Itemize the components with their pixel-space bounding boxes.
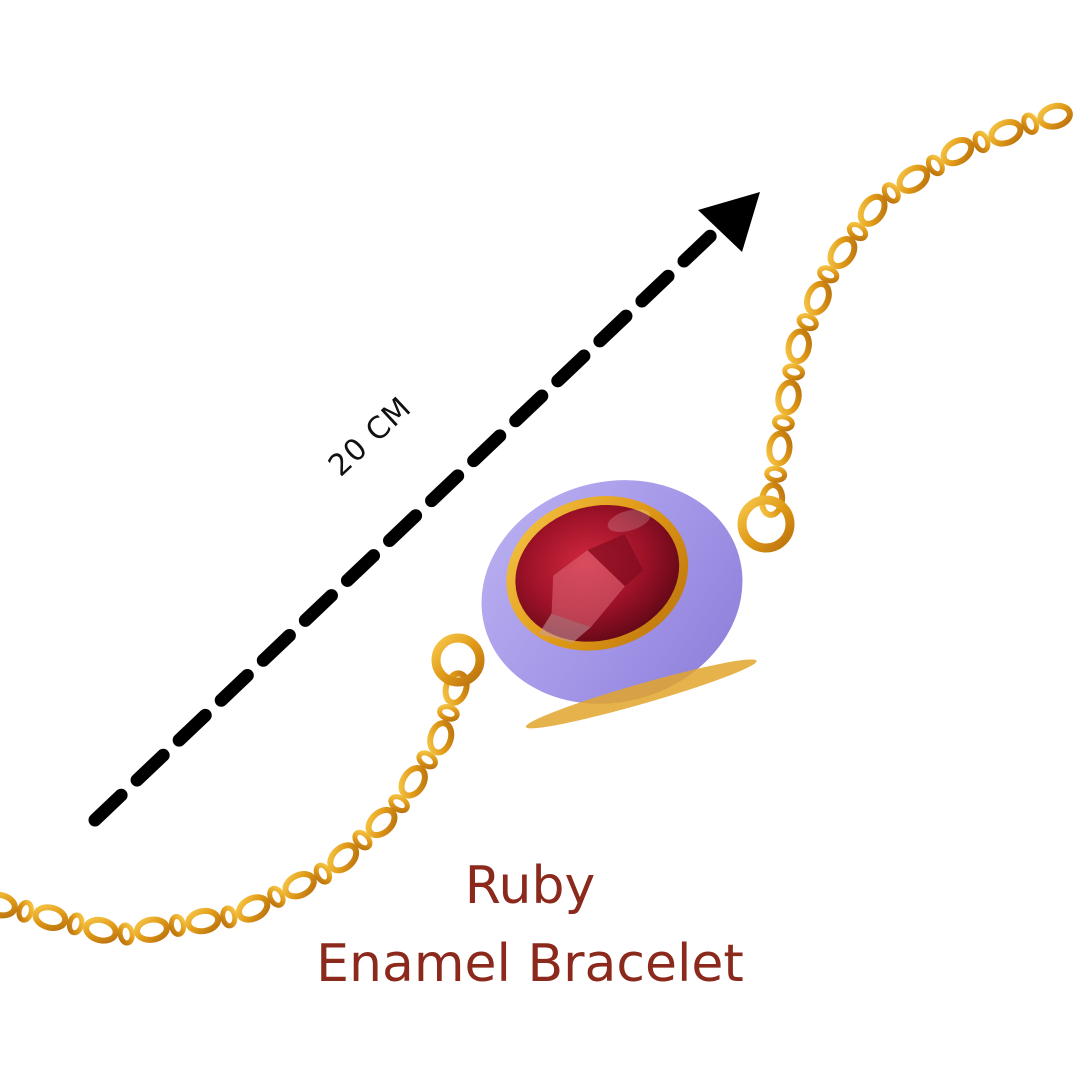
chain-link (771, 414, 795, 432)
chain-link (803, 280, 832, 316)
chain-link (83, 916, 119, 944)
chain-link (32, 904, 69, 931)
pendant (481, 480, 757, 729)
chain-link (313, 862, 333, 885)
chain-link (416, 750, 438, 770)
chain-link (782, 363, 806, 381)
chain-link (785, 328, 812, 365)
chain-link (220, 905, 238, 929)
product-title-line1: Ruby (464, 856, 596, 916)
measurement-dashed-line (88, 218, 729, 827)
chain-link (365, 806, 398, 839)
chain-link (896, 164, 931, 194)
chain-right-segment (758, 102, 1073, 518)
chain-left-segment (0, 670, 470, 946)
product-title-line2: Enamel Bracelet (316, 934, 744, 994)
chain-link (327, 842, 360, 874)
chain-link (398, 765, 428, 799)
left-jump-ring (431, 633, 485, 687)
chain-link (168, 913, 187, 937)
chain-link (972, 130, 991, 154)
chain-link (66, 912, 85, 936)
chain-link (857, 193, 888, 227)
chain-link (827, 236, 858, 270)
right-jump-ring (737, 495, 795, 553)
arrow-head-icon (698, 192, 760, 252)
chain-link (267, 885, 286, 908)
chain-link (775, 379, 802, 416)
chain-link (764, 465, 788, 483)
chain-link (796, 313, 819, 332)
chain-link (427, 720, 455, 756)
chain-link (0, 891, 18, 919)
chain-link (1021, 112, 1040, 135)
chain-link (134, 916, 170, 943)
chain-link (388, 794, 410, 814)
chain-link (846, 221, 869, 242)
chain-link (352, 829, 373, 851)
chain-link (282, 871, 317, 900)
chain-link (817, 265, 840, 284)
chain-link (442, 670, 470, 706)
chain-link (940, 136, 975, 167)
chain-link (925, 154, 945, 177)
chain-link (1037, 102, 1073, 130)
chain-link (117, 922, 135, 946)
chain-link (437, 704, 460, 722)
chain-link (881, 182, 901, 204)
chain-link (988, 119, 1024, 147)
chain-link (766, 430, 793, 467)
chain-link (16, 899, 34, 923)
chain-link (185, 907, 222, 935)
chain-link (235, 894, 271, 923)
